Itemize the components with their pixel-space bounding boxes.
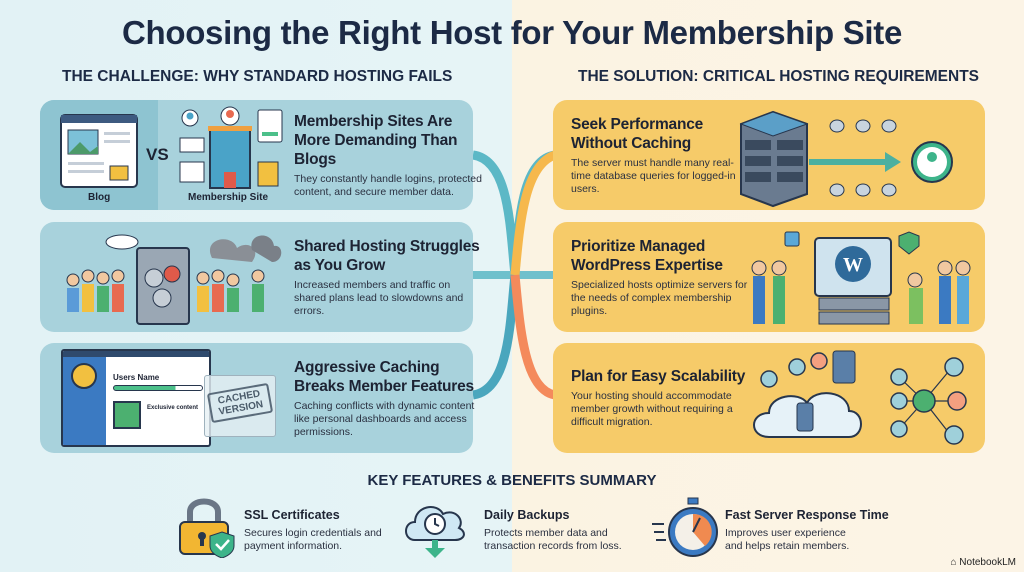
- page-title: Choosing the Right Host for Your Members…: [121, 14, 903, 51]
- cached-version-stamp: CACHED VERSION: [206, 382, 274, 424]
- card-text-block: Shared Hosting Struggles as You Grow Inc…: [294, 226, 482, 328]
- summary-heading: KEY FEATURES & BENEFITS SUMMARY: [367, 472, 657, 489]
- stopwatch-icon: [652, 497, 718, 557]
- notebooklm-brand: ⌂ NotebookLM: [950, 557, 1016, 568]
- server-database-queries-illustration: [739, 110, 953, 208]
- card-text-block: Seek Performance Without Caching The ser…: [571, 104, 749, 206]
- brand-label: NotebookLM: [959, 557, 1016, 568]
- challenge-card-demanding: Blog VS Membership Site Membership Sites…: [40, 100, 482, 210]
- feature-text: Protects member data and transaction rec…: [484, 527, 622, 552]
- overloaded-server-crowd-illustration: [66, 234, 282, 325]
- card-title: Prioritize Managed WordPress Expertise: [571, 237, 723, 274]
- membership-building-icon: [179, 106, 283, 189]
- flow-connectors: [471, 150, 557, 400]
- feature-title: SSL Certificates: [244, 508, 340, 522]
- solution-heading: THE SOLUTION: CRITICAL HOSTING REQUIREME…: [578, 68, 979, 85]
- card-text-block: Plan for Easy Scalability Your hosting s…: [571, 347, 749, 449]
- card-title: Shared Hosting Struggles as You Grow: [294, 237, 480, 274]
- card-text-block: Membership Sites Are More Demanding Than…: [294, 104, 482, 206]
- blog-page-icon: [60, 114, 138, 188]
- feature-text: Improves user experience and helps retai…: [725, 527, 850, 552]
- card-text: They constantly handle logins, protected…: [294, 172, 482, 198]
- card-text: Increased members and traffic on shared …: [294, 278, 464, 317]
- svg-text:W: W: [843, 254, 863, 276]
- cached-version-overlay: CACHED VERSION: [204, 375, 276, 437]
- feature-title: Daily Backups: [484, 508, 570, 522]
- vs-label: VS: [146, 145, 169, 164]
- card-title: Seek Performance Without Caching: [571, 115, 704, 152]
- card-text: Caching conflicts with dynamic content l…: [294, 399, 475, 438]
- exclusive-content-label: Exclusive content: [147, 405, 199, 411]
- notebooklm-logo-icon: ⌂: [950, 557, 960, 568]
- users-name-label: Users Name: [113, 373, 160, 382]
- member-dashboard-mockup: Users Name Exclusive content: [61, 349, 211, 447]
- card-title: Aggressive Caching Breaks Member Feature…: [294, 358, 474, 395]
- card-title: Plan for Easy Scalability: [571, 368, 746, 385]
- wordpress-experts-illustration: W: [751, 231, 971, 325]
- cloud-backup-icon: [405, 506, 465, 558]
- card-text: Your hosting should accommodate member g…: [571, 390, 733, 428]
- challenge-heading: THE CHALLENGE: WHY STANDARD HOSTING FAIL…: [62, 68, 453, 85]
- feature-text: Secures login credentials and payment in…: [244, 527, 382, 552]
- scalability-network-illustration: [753, 350, 967, 445]
- card-text-block: Aggressive Caching Breaks Member Feature…: [294, 347, 482, 449]
- solution-card-scalability: Plan for Easy Scalability Your hosting s…: [553, 343, 985, 453]
- solution-card-managed-wordpress: Prioritize Managed WordPress Expertise S…: [553, 222, 985, 332]
- blog-label: Blog: [88, 192, 111, 203]
- challenge-card-caching: Users Name Exclusive content CACHED VERS…: [40, 343, 474, 453]
- card-text-block: Prioritize Managed WordPress Expertise S…: [571, 226, 749, 328]
- feature-title: Fast Server Response Time: [725, 508, 889, 522]
- card-title: Membership Sites Are More Demanding Than…: [294, 112, 458, 168]
- card-text: The server must handle many real-time da…: [571, 156, 736, 195]
- solution-card-performance: Seek Performance Without Caching The ser…: [553, 100, 985, 210]
- card-text: Specialized hosts optimize servers for t…: [571, 278, 748, 317]
- lock-shield-icon: [179, 498, 235, 558]
- membership-site-label: Membership Site: [188, 192, 269, 203]
- challenge-card-shared-hosting: Shared Hosting Struggles as You Grow Inc…: [40, 222, 480, 332]
